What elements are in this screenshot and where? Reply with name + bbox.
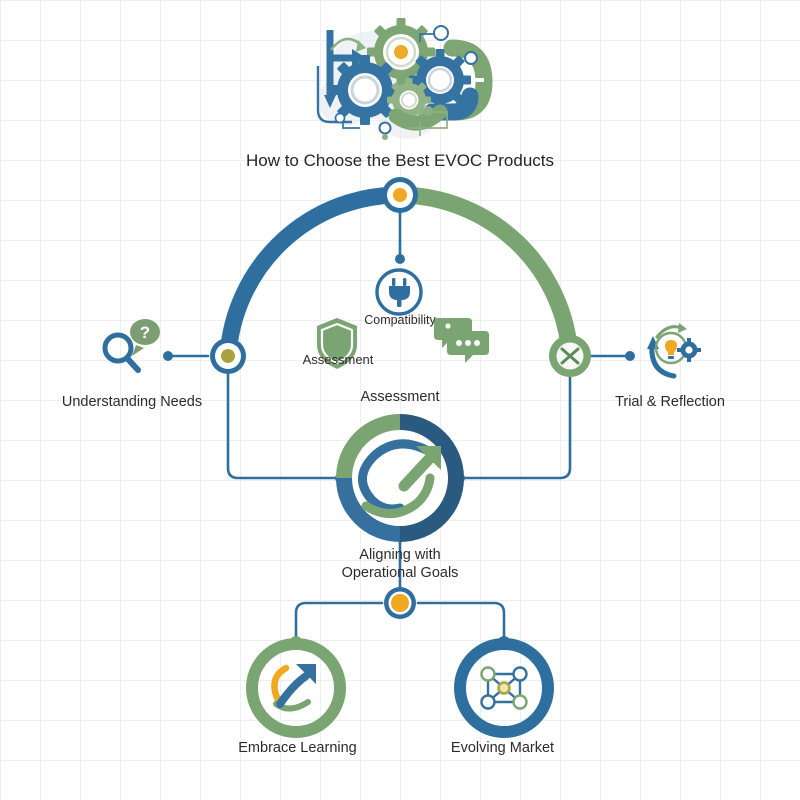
label-understanding-needs: Understanding Needs xyxy=(61,394,203,410)
circuit-traces-blue xyxy=(334,33,436,129)
circuit-dot-green xyxy=(423,106,433,116)
connector-dot-left-stub xyxy=(163,351,173,361)
node-top-dot xyxy=(393,188,407,202)
node-hub-dot xyxy=(391,594,409,612)
blue-thin-path xyxy=(316,66,352,124)
page-title: How to Choose the Best EVOC Products xyxy=(245,151,555,170)
bracket-notch xyxy=(462,78,484,82)
circuit-dot-white xyxy=(378,121,392,135)
arc-right-green xyxy=(399,186,579,357)
lightbulb-gear-refresh-icon xyxy=(647,323,701,379)
arc-left-blue xyxy=(219,186,401,357)
label-aligning-operational-goals: Aligning with Operational Goals xyxy=(341,547,459,582)
network-nodes-icon xyxy=(480,666,528,710)
circuit-traces-green xyxy=(409,111,448,136)
spiral-growth-arrow-icon xyxy=(358,439,441,518)
blue-bracket xyxy=(423,87,479,121)
connector-right-to-center xyxy=(463,370,572,480)
circuit-dot-green-2 xyxy=(382,134,388,140)
tools-icon xyxy=(560,347,580,365)
svg-text:?: ? xyxy=(140,323,150,342)
label-compatibility: Compatibility xyxy=(364,313,436,327)
connector-hub-to-bottom-right xyxy=(416,601,506,640)
circuit-dot-blue-2 xyxy=(464,51,478,65)
circuit-dot-blue xyxy=(433,25,449,41)
magnifier-question-icon: ? xyxy=(102,319,160,373)
node-right[interactable] xyxy=(549,335,591,377)
connector-hub-to-bottom-left xyxy=(294,601,384,640)
node-bottom-left[interactable] xyxy=(246,638,346,738)
gears-illustration xyxy=(316,18,493,140)
green-arc-head xyxy=(356,40,366,52)
label-assessment-shield: Assessment xyxy=(302,352,374,367)
chat-bubbles-stars-icon xyxy=(434,318,489,363)
node-top[interactable] xyxy=(382,177,418,213)
label-evolving-market: Evolving Market xyxy=(450,740,555,756)
blue-arrowhead-down xyxy=(324,95,336,108)
node-hub[interactable] xyxy=(384,587,416,619)
gear-blue-large xyxy=(330,55,400,125)
growth-arrow-icon xyxy=(271,664,316,712)
node-bottom-right[interactable] xyxy=(454,638,554,738)
blue-arrowhead xyxy=(352,49,366,67)
green-swoosh xyxy=(388,104,448,131)
connector-dot-top-down xyxy=(395,254,405,264)
label-embrace-learning: Embrace Learning xyxy=(238,740,357,756)
connector-dot-right-stub xyxy=(625,351,635,361)
label-trial-reflection: Trial & Reflection xyxy=(615,394,725,410)
label-assessment-main: Assessment xyxy=(360,389,440,405)
shield-icon xyxy=(317,318,357,369)
node-left[interactable] xyxy=(210,338,246,374)
gear-blue-right xyxy=(409,49,471,111)
center-circle[interactable] xyxy=(336,414,464,542)
node-left-dot xyxy=(221,349,235,363)
connector-left-to-center xyxy=(226,370,337,480)
plug-circle-icon xyxy=(375,268,423,316)
